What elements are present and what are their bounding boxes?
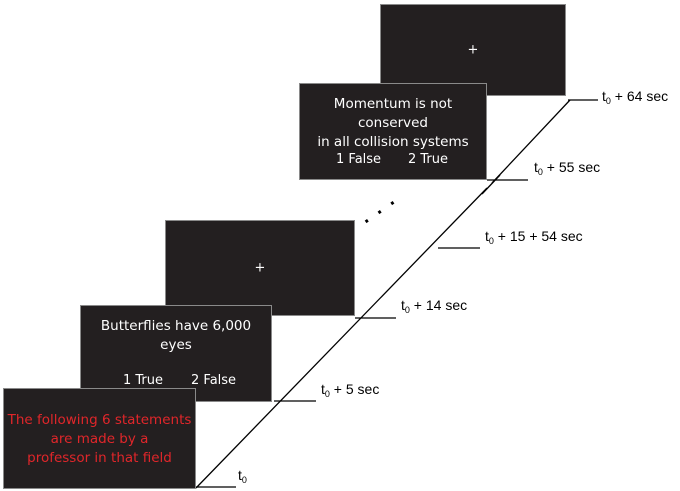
option-true: 2 True [408,152,449,167]
statement-line: Momentum is not conserved [333,96,453,131]
option-false: 1 False [336,152,382,167]
question-screen-1: Butterflies have 6,000 eyes 1 True 2 Fal… [80,305,272,402]
time-label-t55: t0 + 55 sec [534,159,601,177]
fixation-cross: + [467,42,479,58]
statement-text: Butterflies have 6,000 eyes [81,317,271,355]
time-label-t5: t0 + 5 sec [321,381,380,399]
option-false: 2 False [191,373,237,388]
statement-line: Butterflies have 6,000 [100,318,252,334]
intro-text: The following 6 statements are made by a… [4,411,195,468]
time-label-t64: t0 + 64 sec [602,88,669,106]
time-label-t14: t0 + 14 sec [401,297,468,315]
timeline-axis-lower [195,187,488,489]
option-true: 1 True [123,373,164,388]
question-screen-2: Momentum is not conserved in all collisi… [299,83,487,180]
statement-line: eyes [160,337,192,353]
statement-text: Momentum is not conserved in all collisi… [300,95,486,152]
fixation-cross: + [254,260,266,276]
intro-line: professor in that field [27,450,172,466]
fixation-screen-mid: + [165,220,355,316]
statement-line: in all collision systems [317,134,469,150]
time-label-t69: t0 + 15 + 54 sec [485,228,583,246]
time-label-t0: t0 [238,467,247,485]
intro-line: are made by a [50,431,149,447]
timeline-axis-upper-break [481,174,501,195]
fixation-screen-top: + [380,4,566,96]
intro-line: The following 6 statements [7,412,192,428]
intro-screen: The following 6 statements are made by a… [3,388,196,489]
timeline-axis-upper [491,99,571,184]
